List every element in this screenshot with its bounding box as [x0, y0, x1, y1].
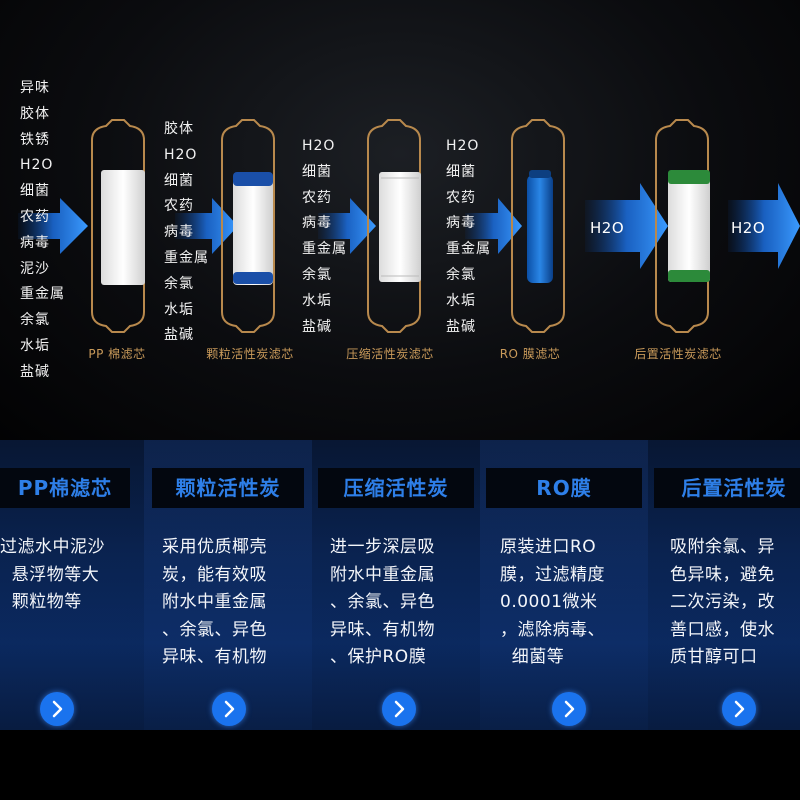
list-item: 盐碱 — [446, 318, 476, 335]
cartridge-frames — [91, 119, 709, 333]
list-item: 异味 — [20, 80, 50, 96]
panel-description: 进一步深层吸 附水中重金属 、余氯、异色 异味、有机物 、保护RO膜 — [330, 537, 435, 667]
list-item: 余氯 — [302, 266, 332, 283]
list-item: 盐碱 — [20, 363, 50, 380]
next-button[interactable] — [212, 692, 246, 726]
panel-description: 采用优质椰壳 炭，能有效吸 附水中重金属 、余氯、异色 异味、有机物 — [162, 537, 267, 667]
list-item: H2O — [164, 146, 198, 163]
list-item: 水垢 — [164, 301, 194, 318]
list-item: 盐碱 — [302, 318, 332, 335]
filter-stages-diagram: 异味 胶体 铁锈 H2O 细菌 农药 病毒 泥沙 重金属 余氯 水垢 盐碱 胶体… — [0, 0, 800, 440]
list-item: H2O — [20, 157, 54, 174]
next-button[interactable] — [552, 692, 586, 726]
list-item: 病毒 — [20, 234, 50, 251]
flow-arrow-3 — [318, 198, 376, 254]
list-item: 重金属 — [164, 249, 209, 266]
caption-compressed-carbon: 压缩活性炭滤芯 — [346, 347, 434, 361]
feature-panels: PP棉滤芯 过滤水中泥沙 悬浮物等大 颗粒物等 颗粒活性炭 采用优质椰壳 炭，能… — [0, 440, 800, 730]
diagram-graphics — [18, 119, 800, 333]
post-carbon-cartridge — [668, 170, 710, 282]
panel-granular-carbon: 颗粒活性炭 采用优质椰壳 炭，能有效吸 附水中重金属 、余氯、异色 异味、有机物 — [144, 440, 312, 730]
chevron-right-icon — [394, 700, 405, 718]
contaminant-list-2: 胶体 H2O 细菌 农药 病毒 重金属 余氯 水垢 盐碱 — [164, 117, 209, 349]
list-item: 余氯 — [164, 275, 194, 292]
list-item: 胶体 — [164, 121, 194, 137]
panel-post-carbon: 后置活性炭 吸附余氯、异 色异味，避免 二次污染，改 善口感，使水 质甘醇可口 — [648, 440, 800, 730]
next-button[interactable] — [382, 692, 416, 726]
chevron-right-icon — [734, 700, 745, 718]
list-item: 农药 — [20, 208, 50, 225]
list-item: 余氯 — [20, 312, 50, 329]
chevron-right-icon — [564, 700, 575, 718]
contaminant-list-3: H2O 细菌 农药 病毒 重金属 余氯 水垢 盐碱 — [302, 134, 347, 340]
list-item: H2O — [302, 138, 336, 154]
next-button[interactable] — [722, 692, 756, 726]
panel-title: 后置活性炭 — [654, 468, 800, 508]
panel-description: 过滤水中泥沙 悬浮物等大 颗粒物等 — [0, 537, 105, 612]
list-item: 重金属 — [446, 241, 491, 258]
panel-title: 颗粒活性炭 — [152, 468, 304, 508]
list-item: 病毒 — [446, 215, 476, 232]
caption-ro: RO 膜滤芯 — [499, 347, 561, 361]
panel-description: 原装进口RO 膜，过滤精度 0.0001微米 ，滤除病毒、 细菌等 — [500, 537, 605, 667]
list-item: 细菌 — [20, 183, 50, 200]
caption-pp: PP 棉滤芯 — [88, 347, 146, 361]
panel-title: 压缩活性炭 — [318, 468, 474, 508]
list-item: 水垢 — [302, 292, 332, 309]
flow-arrow-5 — [585, 183, 668, 269]
chevron-right-icon — [224, 700, 235, 718]
list-item: 农药 — [446, 189, 476, 206]
contaminant-list-1: 异味 胶体 铁锈 H2O 细菌 农药 病毒 泥沙 重金属 余氯 水垢 盐碱 — [20, 76, 65, 386]
list-item: 农药 — [164, 198, 194, 215]
chevron-right-icon — [52, 700, 63, 718]
list-item: 细菌 — [164, 172, 194, 189]
panel-ro: RO膜 原装进口RO 膜，过滤精度 0.0001微米 ，滤除病毒、 细菌等 — [480, 440, 648, 730]
list-item: 病毒 — [164, 224, 194, 241]
compressed-carbon-cartridge — [379, 172, 421, 282]
panel-description: 吸附余氯、异 色异味，避免 二次污染，改 善口感，使水 质甘醇可口 — [670, 537, 775, 667]
h2o-label-2: H2O — [731, 219, 766, 237]
list-item: 胶体 — [20, 105, 50, 122]
list-item: 病毒 — [302, 215, 332, 232]
caption-post-carbon: 后置活性炭滤芯 — [634, 347, 722, 361]
panel-title: PP棉滤芯 — [0, 468, 130, 508]
footer-band — [0, 730, 800, 800]
list-item: 泥沙 — [20, 260, 50, 277]
list-item: 农药 — [302, 189, 332, 206]
flow-arrow-1 — [18, 198, 88, 254]
list-item: 余氯 — [446, 266, 476, 283]
granular-carbon-cartridge — [233, 172, 273, 285]
caption-granular-carbon: 颗粒活性炭滤芯 — [206, 347, 294, 361]
list-item: 铁锈 — [20, 131, 50, 148]
ro-membrane-cartridge — [527, 170, 553, 283]
h2o-label-1: H2O — [590, 219, 625, 237]
list-item: 盐碱 — [164, 327, 194, 344]
panel-compressed-carbon: 压缩活性炭 进一步深层吸 附水中重金属 、余氯、异色 异味、有机物 、保护RO膜 — [312, 440, 480, 730]
list-item: 细菌 — [302, 163, 332, 180]
list-item: 水垢 — [446, 292, 476, 309]
list-item: 水垢 — [20, 337, 50, 354]
list-item: 重金属 — [302, 241, 347, 258]
flow-arrow-4 — [465, 198, 522, 254]
panel-pp: PP棉滤芯 过滤水中泥沙 悬浮物等大 颗粒物等 — [0, 440, 144, 730]
list-item: 重金属 — [20, 286, 65, 303]
panel-title: RO膜 — [486, 468, 642, 508]
list-item: H2O — [446, 138, 480, 154]
pp-cartridge — [101, 170, 145, 285]
contaminant-list-4: H2O 细菌 农药 病毒 重金属 余氯 水垢 盐碱 — [446, 134, 491, 340]
list-item: 细菌 — [446, 163, 476, 180]
flow-arrow-6 — [728, 183, 800, 269]
next-button[interactable] — [40, 692, 74, 726]
